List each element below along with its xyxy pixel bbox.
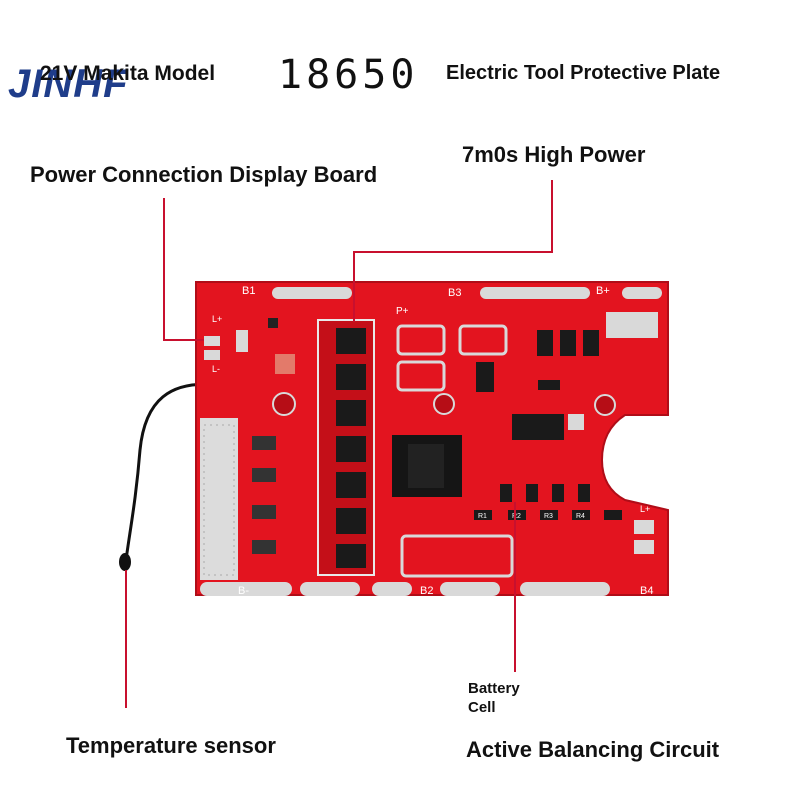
display-button — [236, 330, 248, 352]
mount-hole-center — [433, 393, 455, 415]
display-pad-1 — [204, 336, 220, 346]
silk-lplus-top: L+ — [212, 314, 222, 324]
bplus-solder-pad — [606, 312, 658, 338]
pad-bminus — [200, 582, 292, 596]
silk-pplus: P+ — [396, 306, 409, 317]
display-led — [275, 354, 295, 374]
pad-b3 — [480, 287, 590, 299]
pad-bottom-1 — [300, 582, 360, 596]
model-title: 21V Makita Model — [40, 62, 216, 85]
lplus-pad — [634, 520, 654, 534]
silk-lplus-right: L+ — [640, 504, 650, 514]
pad-b2 — [440, 582, 500, 596]
pplus-pad-1 — [396, 324, 446, 356]
silk-r1: R1 — [478, 513, 487, 520]
solder-pad-left — [200, 418, 238, 580]
silk-r4: R4 — [576, 513, 585, 520]
callout-power-display: Power Connection Display Board — [30, 162, 378, 187]
leader-power-display — [163, 198, 204, 341]
b2-connector-pad — [400, 534, 514, 578]
silk-b2: B2 — [420, 585, 433, 597]
resistor-r3 — [252, 505, 276, 519]
pad-bottom-2 — [372, 582, 412, 596]
battery-cell-line1: Battery — [468, 680, 520, 697]
callout-temperature: Temperature sensor — [66, 733, 276, 758]
mount-hole-right — [594, 394, 616, 416]
callout-balancing: Active Balancing Circuit — [466, 737, 720, 762]
pad-b4 — [520, 582, 610, 596]
silk-b3: B3 — [448, 287, 461, 299]
sensor-wire — [124, 382, 219, 561]
lminus-pad — [634, 540, 654, 554]
silk-r2: R2 — [512, 513, 521, 520]
mount-hole-left — [272, 392, 296, 416]
callout-mos: 7m0s High Power — [462, 142, 646, 167]
display-chip — [268, 318, 278, 328]
silk-b4: B4 — [640, 585, 653, 597]
resistor-r2 — [252, 468, 276, 482]
silk-r3: R3 — [544, 513, 553, 520]
pad-bplus — [622, 287, 662, 299]
model-number: 18650 — [278, 52, 419, 98]
silk-lminus-top: L- — [212, 364, 220, 374]
pplus-pad-2 — [458, 324, 508, 356]
silk-bminus: B- — [238, 585, 249, 597]
callout-battery-cell: Battery Cell — [468, 679, 520, 717]
brand-logo: JINHF — [8, 62, 129, 107]
pad-b1 — [272, 287, 352, 299]
logo-text: JINHF — [8, 62, 129, 106]
resistor-r1 — [252, 436, 276, 450]
balancing-ic — [512, 414, 564, 440]
silk-b1: B1 — [242, 285, 255, 297]
plate-title: Electric Tool Protective Plate — [446, 62, 721, 84]
battery-cell-line2: Cell — [468, 699, 496, 716]
leader-mos — [353, 180, 553, 322]
resistor-r4 — [252, 540, 276, 554]
temperature-sensor-bead — [119, 553, 131, 571]
silk-bplus: B+ — [596, 285, 610, 297]
display-pad-2 — [204, 350, 220, 360]
